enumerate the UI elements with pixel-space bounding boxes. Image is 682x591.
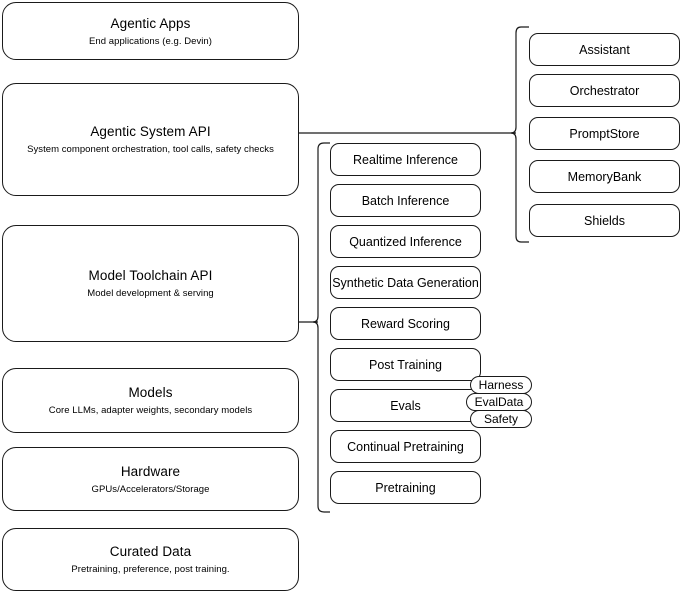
layer-title: Model Toolchain API [88, 268, 213, 283]
layer-title: Models [128, 385, 173, 400]
capability-label: Synthetic Data Generation [332, 275, 479, 290]
layer-title: Agentic Apps [110, 15, 191, 31]
capability-realtime-inference[interactable]: Realtime Inference [330, 143, 481, 176]
brace-right-group [510, 26, 529, 243]
eval-pill-label: Safety [483, 412, 519, 426]
capability-label: Continual Pretraining [347, 439, 464, 454]
layer-hardware[interactable]: Hardware GPUs/Accelerators/Storage [2, 447, 299, 511]
eval-pill-label: Harness [478, 378, 524, 392]
layer-subtitle: Pretraining, preference, post training. [71, 564, 230, 575]
component-label: Orchestrator [569, 83, 640, 98]
capability-reward-scoring[interactable]: Reward Scoring [330, 307, 481, 340]
layer-curated-data[interactable]: Curated Data Pretraining, preference, po… [2, 528, 299, 591]
component-shields[interactable]: Shields [529, 204, 680, 237]
eval-pill-harness[interactable]: Harness [470, 376, 532, 394]
capability-pretraining[interactable]: Pretraining [330, 471, 481, 504]
layer-title: Agentic System API [90, 124, 211, 139]
component-orchestrator[interactable]: Orchestrator [529, 74, 680, 107]
component-promptstore[interactable]: PromptStore [529, 117, 680, 150]
layer-subtitle: System component orchestration, tool cal… [27, 144, 274, 155]
layer-agentic-system-api[interactable]: Agentic System API System component orch… [2, 83, 299, 196]
layer-subtitle: Core LLMs, adapter weights, secondary mo… [48, 405, 253, 416]
component-label: PromptStore [569, 126, 640, 141]
capability-label: Reward Scoring [361, 316, 450, 331]
capability-post-training[interactable]: Post Training [330, 348, 481, 381]
capability-label: Post Training [369, 357, 442, 372]
layer-agentic-apps[interactable]: Agentic Apps End applications (e.g. Devi… [2, 2, 299, 60]
layer-subtitle: Model development & serving [87, 288, 214, 299]
capability-synthetic-data-generation[interactable]: Synthetic Data Generation [330, 266, 481, 299]
eval-pill-label: EvalData [474, 395, 524, 409]
capability-label: Evals [390, 398, 421, 413]
component-label: Assistant [579, 42, 630, 57]
layer-subtitle: End applications (e.g. Devin) [89, 35, 212, 47]
layer-title: Curated Data [109, 544, 192, 559]
eval-pill-evaldata[interactable]: EvalData [466, 393, 532, 411]
layer-model-toolchain-api[interactable]: Model Toolchain API Model development & … [2, 225, 299, 342]
capability-batch-inference[interactable]: Batch Inference [330, 184, 481, 217]
capability-quantized-inference[interactable]: Quantized Inference [330, 225, 481, 258]
eval-pill-safety[interactable]: Safety [470, 410, 532, 428]
component-memorybank[interactable]: MemoryBank [529, 160, 680, 193]
component-label: MemoryBank [567, 169, 642, 184]
component-assistant[interactable]: Assistant [529, 33, 680, 66]
capability-label: Batch Inference [361, 193, 450, 208]
capability-label: Quantized Inference [349, 234, 462, 249]
capability-label: Pretraining [375, 480, 436, 495]
capability-evals[interactable]: Evals [330, 389, 481, 422]
component-label: Shields [584, 213, 625, 228]
capability-label: Realtime Inference [353, 152, 458, 167]
layer-subtitle: GPUs/Accelerators/Storage [91, 483, 210, 495]
capability-continual-pretraining[interactable]: Continual Pretraining [330, 430, 481, 463]
brace-middle-group [312, 142, 330, 513]
layer-title: Hardware [120, 463, 181, 479]
layer-models[interactable]: Models Core LLMs, adapter weights, secon… [2, 368, 299, 433]
